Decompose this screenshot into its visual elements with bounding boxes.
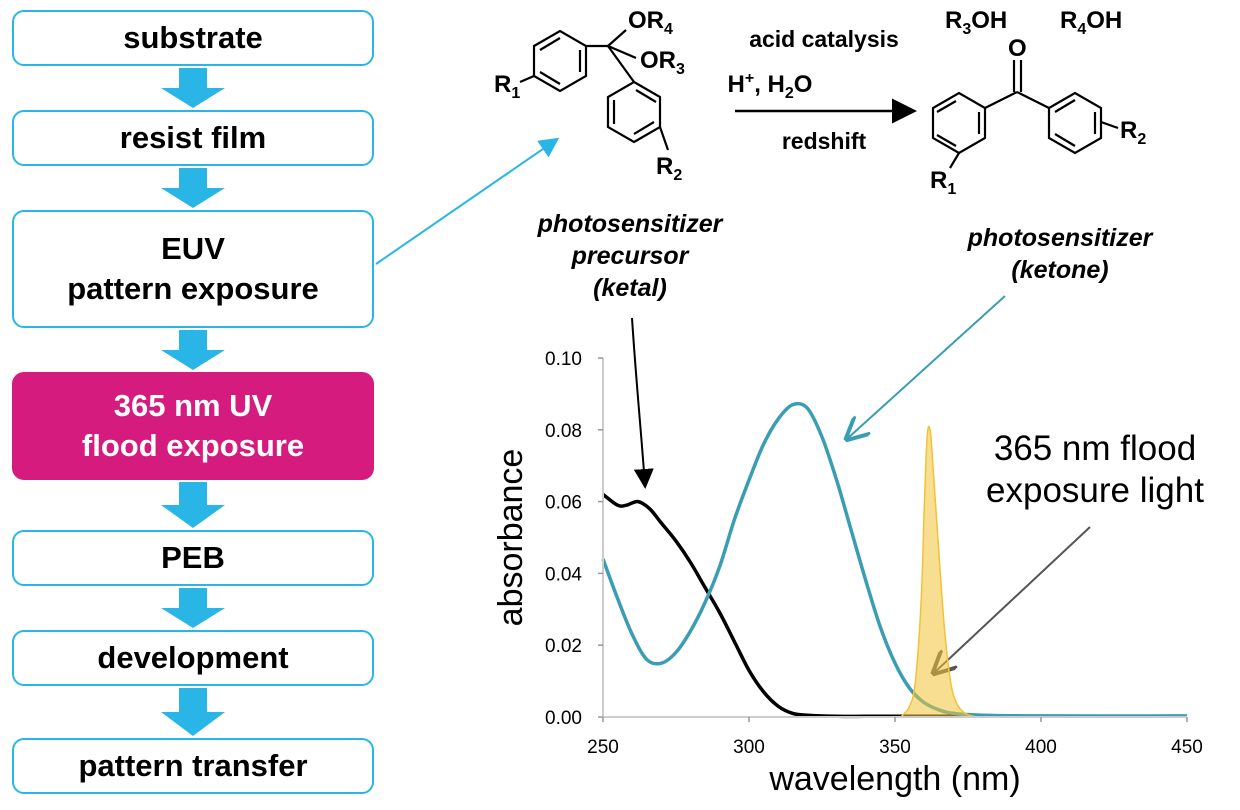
sub-r1-precursor: R1 <box>494 71 520 102</box>
flow-step-6: development <box>12 630 374 686</box>
flow-step-2: resist film <box>12 110 374 166</box>
sub-o: O <box>1008 35 1027 62</box>
condition-acid-catalysis: acid catalysis <box>749 26 899 52</box>
product-label-line-2: (ketone) <box>1011 256 1109 284</box>
y-tick-label: 0.10 <box>545 349 582 370</box>
byproduct-r4oh: R4OH <box>1060 7 1122 38</box>
sub-r2-precursor: R2 <box>656 153 682 184</box>
flow-step-7-line-1: pattern transfer <box>78 748 308 783</box>
flow-arrows <box>161 68 225 736</box>
precursor-label-line-2: precursor <box>571 242 689 270</box>
ketone-pointer-arrow <box>848 295 1006 438</box>
flow-step-4-line-1: 365 nm UV <box>113 388 273 423</box>
ketone-structure <box>931 60 1119 169</box>
flow-step-5: PEB <box>12 530 374 586</box>
flow-step-4-line-2: flood exposure <box>81 428 305 463</box>
sub-r2-product: R2 <box>1120 117 1146 148</box>
sub-or4: OR4 <box>628 7 673 38</box>
flood-light-line-1: 365 nm flood <box>993 429 1197 468</box>
precursor-label: photosensitizer precursor (ketal) <box>480 208 780 304</box>
flow-arrow-5 <box>161 588 225 628</box>
byproduct-r3oh: R3OH <box>945 7 1007 38</box>
x-tick-label: 450 <box>1171 737 1203 758</box>
flow-step-2-line-1: resist film <box>119 120 267 155</box>
flow-step-3-line-1: EUV <box>161 231 225 266</box>
y-tick-label: 0.04 <box>545 564 582 585</box>
flood-light-line-2: exposure light <box>986 471 1204 510</box>
precursor-label-line-1: photosensitizer <box>537 210 723 238</box>
x-axis-title: wavelength (nm) <box>768 760 1020 798</box>
x-tick-label: 250 <box>587 737 619 758</box>
flow-step-1: substrate <box>12 10 374 66</box>
x-tick-label: 300 <box>733 737 765 758</box>
flow-step-1-line-1: substrate <box>123 20 263 55</box>
flow-arrow-4 <box>161 482 225 528</box>
y-tick-label: 0.02 <box>545 636 582 657</box>
series-3-area <box>899 425 977 718</box>
ketal-pointer-arrow <box>631 317 654 489</box>
flood-light-annotation: 365 nm flood exposure light <box>960 428 1230 512</box>
flow-step-5-line-1: PEB <box>161 540 225 575</box>
flow-step-6-line-1: development <box>97 640 289 675</box>
condition-redshift: redshift <box>781 128 867 154</box>
precursor-label-line-3: (ketal) <box>593 274 667 302</box>
flow-step-7: pattern transfer <box>12 738 374 794</box>
flow-step-3: EUV pattern exposure <box>12 210 374 328</box>
y-tick-label: 0.00 <box>545 708 582 729</box>
flow-arrow-1 <box>161 68 225 108</box>
y-axis-title: absorbance <box>492 449 530 627</box>
x-tick-label: 350 <box>879 737 911 758</box>
sub-or3: OR3 <box>640 47 685 78</box>
chem-labels: OR4 OR3 R1 R2 O R1 R2 R3OH R4OH H+, H2O <box>494 7 1146 198</box>
product-label: photosensitizer (ketone) <box>910 222 1210 286</box>
ketal-structure <box>519 29 670 151</box>
product-label-line-1: photosensitizer <box>967 224 1153 252</box>
x-tick-label: 400 <box>1025 737 1057 758</box>
flow-step-4: 365 nm UV flood exposure <box>12 372 374 480</box>
y-tick-label: 0.08 <box>545 421 582 442</box>
flow-step-3-line-2: pattern exposure <box>67 271 319 306</box>
flow-arrow-2 <box>161 168 225 208</box>
sub-r1-product: R1 <box>930 167 956 198</box>
series-1-line <box>601 493 1187 719</box>
condition-acid-water: H+, H2O <box>728 70 813 102</box>
light-pointer-arrow <box>935 526 1091 672</box>
y-tick-label: 0.06 <box>545 493 582 514</box>
flow-arrow-3 <box>161 330 225 370</box>
link-arrow <box>375 137 560 265</box>
flow-arrow-6 <box>161 688 225 736</box>
